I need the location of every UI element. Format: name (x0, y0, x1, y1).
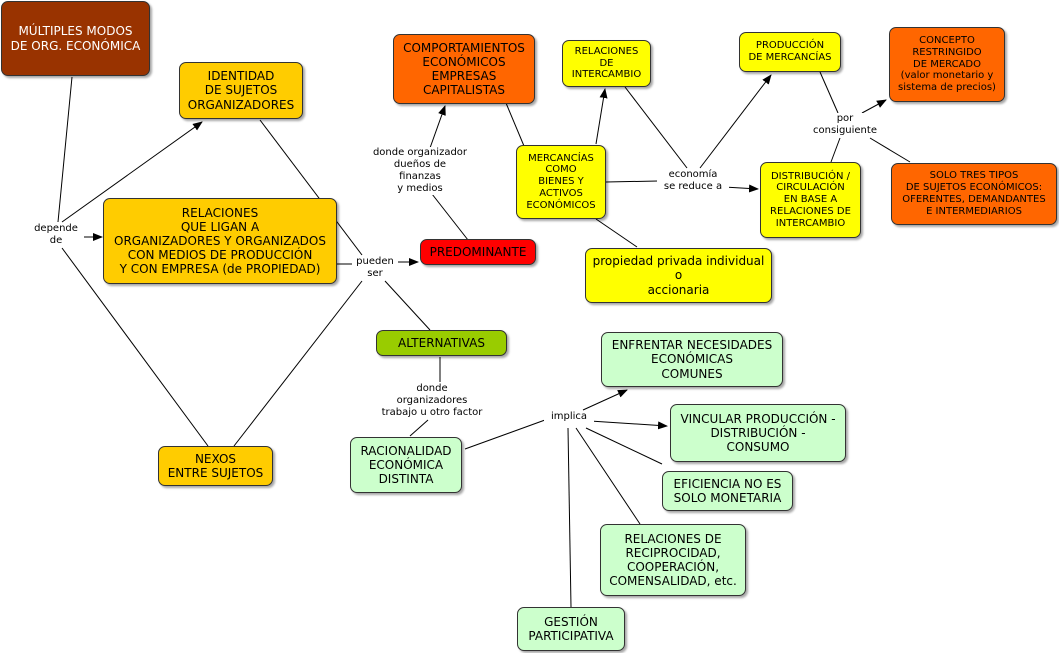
node-solo-tres-tipos[interactable]: SOLO TRES TIPOS DE SUJETOS ECONÓMICOS: O… (891, 163, 1057, 225)
label-pueden-ser: pueden ser (352, 256, 398, 280)
link-implica-gestion (567, 427, 572, 608)
node-eficiencia[interactable]: EFICIENCIA NO ES SOLO MONETARIA (662, 471, 793, 511)
link-porconsiguiente-concepto (861, 99, 887, 114)
node-multiples-modos[interactable]: MÚLTIPLES MODOS DE ORG. ECONÓMICA (1, 1, 150, 76)
node-relaciones-intercambio[interactable]: RELACIONES DE INTERCAMBIO (562, 40, 651, 87)
node-enfrentar[interactable]: ENFRENTAR NECESIDADES ECONÓMICAS COMUNES (601, 332, 783, 387)
label-donde-trabajo: donde organizadores trabajo u otro facto… (374, 383, 490, 419)
link-economia-distribucion (723, 184, 759, 193)
link-distribucion-porconsiguiente (830, 137, 841, 163)
link-mercancias-economia (605, 180, 659, 183)
link-donde-racionalidad (409, 419, 429, 437)
link-economia-produccion (699, 74, 772, 169)
node-relaciones[interactable]: RELACIONES QUE LIGAN A ORGANIZADORES Y O… (103, 198, 337, 284)
link-implica-enfrentar (582, 389, 628, 411)
link-depende-identidad (61, 121, 203, 223)
node-nexos[interactable]: NEXOS ENTRE SUJETOS (158, 446, 273, 486)
link-porconsiguiente-solotres (869, 137, 911, 163)
link-nexos-pueden (233, 280, 363, 447)
link-identidad-pueden (259, 119, 363, 256)
node-distribucion[interactable]: DISTRIBUCIÓN / CIRCULACIÓN EN BASE A REL… (760, 162, 861, 238)
label-economia-reduce: economía se reduce a (657, 169, 729, 193)
node-racionalidad[interactable]: RACIONALIDAD ECONÓMICA DISTINTA (350, 437, 462, 493)
node-vincular[interactable]: VINCULAR PRODUCCIÓN - DISTRIBUCIÓN - CON… (670, 404, 846, 462)
link-racionalidad-implica (464, 419, 546, 450)
link-implica-vincular (589, 420, 668, 430)
link-pueden-alternativas (384, 280, 431, 331)
link-mercancias-intercambio (595, 88, 608, 145)
link-intercambio-economia (624, 86, 688, 169)
link-implica-reciprocidad (575, 427, 641, 525)
link-depende-nexos (61, 247, 209, 447)
link-mercancias-propiedad (595, 218, 638, 248)
node-produccion-mercancias[interactable]: PRODUCCIÓN DE MERCANCÍAS (739, 32, 841, 72)
node-mercancias[interactable]: MERCANCÍAS COMO BIENES Y ACTIVOS ECONÓMI… (516, 145, 606, 219)
label-depende-de: depende de (28, 223, 84, 247)
link-donde-comportamientos (429, 105, 446, 149)
link-implica-eficiencia (585, 427, 663, 465)
node-predominante[interactable]: PREDOMINANTE (420, 239, 536, 265)
node-identidad[interactable]: IDENTIDAD DE SUJETOS ORGANIZADORES (179, 62, 303, 119)
node-propiedad-privada[interactable]: propiedad privada individual o accionari… (585, 248, 772, 303)
link-predominante-donde (431, 193, 469, 241)
label-implica: implica (544, 411, 594, 423)
label-donde-finanzas: donde organizador dueños de finanzas y m… (365, 147, 475, 195)
link-produccion-porconsiguiente (819, 71, 839, 114)
node-gestion[interactable]: GESTIÓN PARTICIPATIVA (517, 607, 625, 651)
node-alternativas[interactable]: ALTERNATIVAS (376, 330, 507, 356)
link-comportamientos-mercancias (505, 102, 525, 147)
link-modos-depende (57, 76, 73, 223)
node-concepto-restringido[interactable]: CONCEPTO RESTRINGIDO DE MERCADO (valor m… (889, 27, 1005, 102)
node-reciprocidad[interactable]: RELACIONES DE RECIPROCIDAD, COOPERACIÓN,… (600, 524, 746, 596)
node-comportamientos[interactable]: COMPORTAMIENTOS ECONÓMICOS EMPRESAS CAPI… (393, 34, 535, 104)
label-por-consiguiente: por consiguiente (809, 113, 881, 137)
